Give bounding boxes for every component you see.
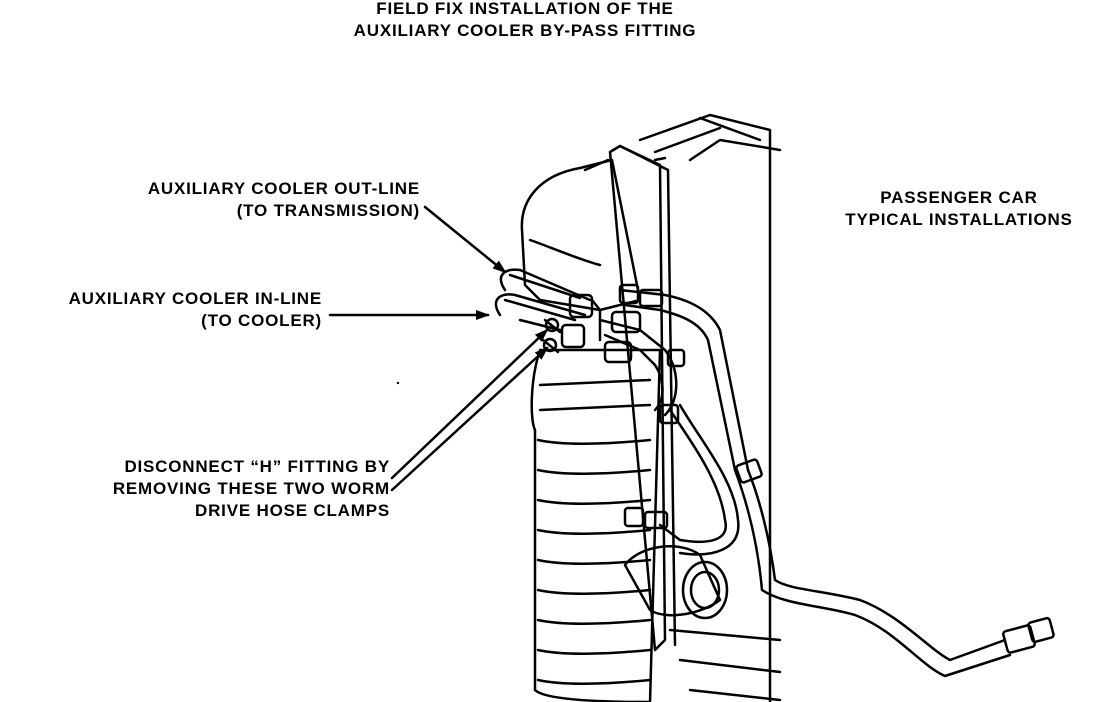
aux-cooler-hoses <box>494 268 592 332</box>
title-line-1: FIELD FIX INSTALLATION OF THE <box>376 0 674 18</box>
hose-clamps <box>541 317 562 354</box>
radiator-core <box>638 113 782 702</box>
callout-disconnect-text-1: DISCONNECT “H” FITTING BY <box>124 457 390 476</box>
diagram-title: FIELD FIX INSTALLATION OF THE AUXILIARY … <box>290 0 760 42</box>
h-fitting <box>560 293 642 364</box>
radiator-bracket <box>608 144 677 652</box>
leader-disconnect-1 <box>390 328 549 480</box>
callout-out-line-text-2: (TO TRANSMISSION) <box>236 201 420 220</box>
line-end-connector <box>1002 616 1055 654</box>
speck <box>396 381 400 385</box>
callout-passenger-car: PASSENGER CAR TYPICAL INSTALLATIONS <box>800 187 1118 231</box>
upper-tank <box>520 158 642 312</box>
leader-lines <box>328 205 549 492</box>
leader-disconnect-2 <box>390 346 549 492</box>
callout-out-line: AUXILIARY COOLER OUT-LINE (TO TRANSMISSI… <box>60 178 420 222</box>
callout-disconnect-text-2: REMOVING THESE TWO WORM <box>112 479 390 498</box>
callout-in-line-text-2: (TO COOLER) <box>201 311 322 330</box>
callout-disconnect-text-3: DRIVE HOSE CLAMPS <box>195 501 390 520</box>
callout-in-line: AUXILIARY COOLER IN-LINE (TO COOLER) <box>0 288 322 332</box>
callout-passenger-text-1: PASSENGER CAR <box>880 188 1038 207</box>
lower-outlet-neck <box>623 545 729 620</box>
lower-tank <box>530 348 662 702</box>
leader-out-line <box>423 205 507 274</box>
line-fittings <box>618 283 763 530</box>
transmission-lines <box>618 288 1012 678</box>
callout-disconnect: DISCONNECT “H” FITTING BY REMOVING THESE… <box>30 456 390 522</box>
callout-out-line-text-1: AUXILIARY COOLER OUT-LINE <box>147 179 420 198</box>
title-line-2: AUXILIARY COOLER BY-PASS FITTING <box>353 21 697 40</box>
callout-in-line-text-1: AUXILIARY COOLER IN-LINE <box>68 289 322 308</box>
callout-passenger-text-2: TYPICAL INSTALLATIONS <box>845 210 1073 229</box>
